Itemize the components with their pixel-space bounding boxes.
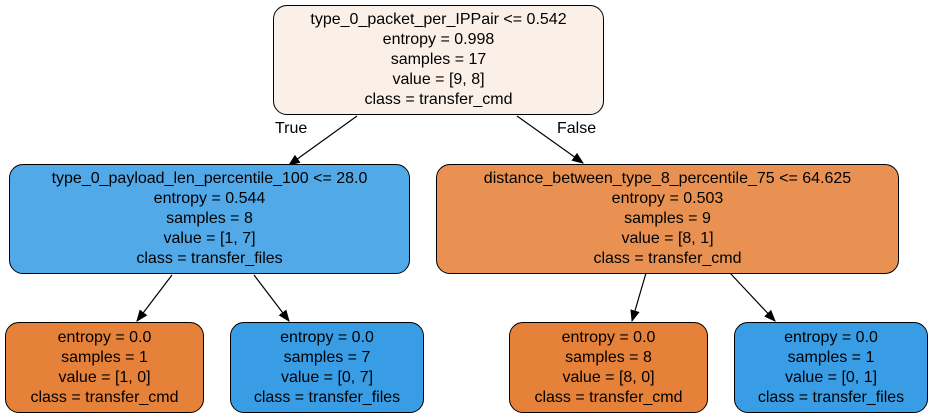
tree-leaf-right-left: entropy = 0.0 samples = 8 value = [8, 0]…	[509, 322, 708, 413]
node-value: value = [8, 0]	[562, 368, 655, 386]
node-samples: samples = 8	[565, 348, 652, 366]
node-samples: samples = 9	[624, 210, 711, 227]
tree-node-left: type_0_payload_len_percentile_100 <= 28.…	[9, 164, 410, 274]
node-split: type_0_packet_per_IPPair <= 0.542	[310, 11, 567, 28]
node-class: class = transfer_files	[757, 388, 905, 406]
edge-right-rr	[729, 272, 776, 322]
node-class: class = transfer_cmd	[30, 388, 179, 406]
node-value: value = [1, 0]	[58, 368, 151, 386]
node-class: class = transfer_cmd	[364, 91, 513, 108]
node-samples: samples = 7	[283, 348, 371, 366]
node-entropy: entropy = 0.0	[561, 328, 656, 346]
tree-node-root: type_0_packet_per_IPPair <= 0.542 entrop…	[273, 5, 604, 115]
edge-right-rl	[630, 272, 647, 323]
tree-leaf-left-right: entropy = 0.0 samples = 7 value = [0, 7]…	[230, 322, 424, 413]
node-split: type_0_payload_len_percentile_100 <= 28.…	[51, 170, 368, 187]
node-samples: samples = 17	[390, 51, 487, 68]
tree-leaf-left-left: entropy = 0.0 samples = 1 value = [1, 0]…	[5, 322, 204, 413]
edge-label-true: True	[275, 120, 308, 137]
node-entropy: entropy = 0.0	[280, 328, 374, 346]
node-samples: samples = 8	[166, 210, 253, 227]
edge-label-false: False	[557, 120, 597, 137]
edge-left-ll	[136, 274, 173, 322]
node-value: value = [9, 8]	[392, 71, 485, 88]
node-samples: samples = 1	[61, 348, 148, 366]
edge-root-right	[516, 115, 584, 164]
node-class: class = transfer_files	[136, 250, 283, 267]
node-class: class = transfer_cmd	[534, 388, 683, 406]
tree-leaf-right-right: entropy = 0.0 samples = 1 value = [0, 1]…	[734, 322, 928, 413]
node-entropy: entropy = 0.0	[784, 328, 878, 346]
node-value: value = [0, 1]	[784, 368, 878, 386]
edge-root-left	[288, 115, 358, 166]
node-entropy: entropy = 0.998	[382, 31, 495, 48]
node-value: value = [0, 7]	[280, 368, 374, 386]
node-class: class = transfer_files	[253, 388, 401, 406]
node-samples: samples = 1	[787, 348, 875, 366]
node-class: class = transfer_cmd	[593, 250, 742, 267]
tree-node-right: distance_between_type_8_percentile_75 <=…	[436, 164, 899, 274]
node-entropy: entropy = 0.503	[611, 190, 724, 207]
node-split: distance_between_type_8_percentile_75 <=…	[483, 170, 852, 187]
node-entropy: entropy = 0.0	[57, 328, 152, 346]
node-value: value = [1, 7]	[163, 230, 256, 247]
edge-left-lr	[253, 274, 290, 322]
node-value: value = [8, 1]	[621, 230, 714, 247]
node-entropy: entropy = 0.544	[153, 190, 266, 207]
